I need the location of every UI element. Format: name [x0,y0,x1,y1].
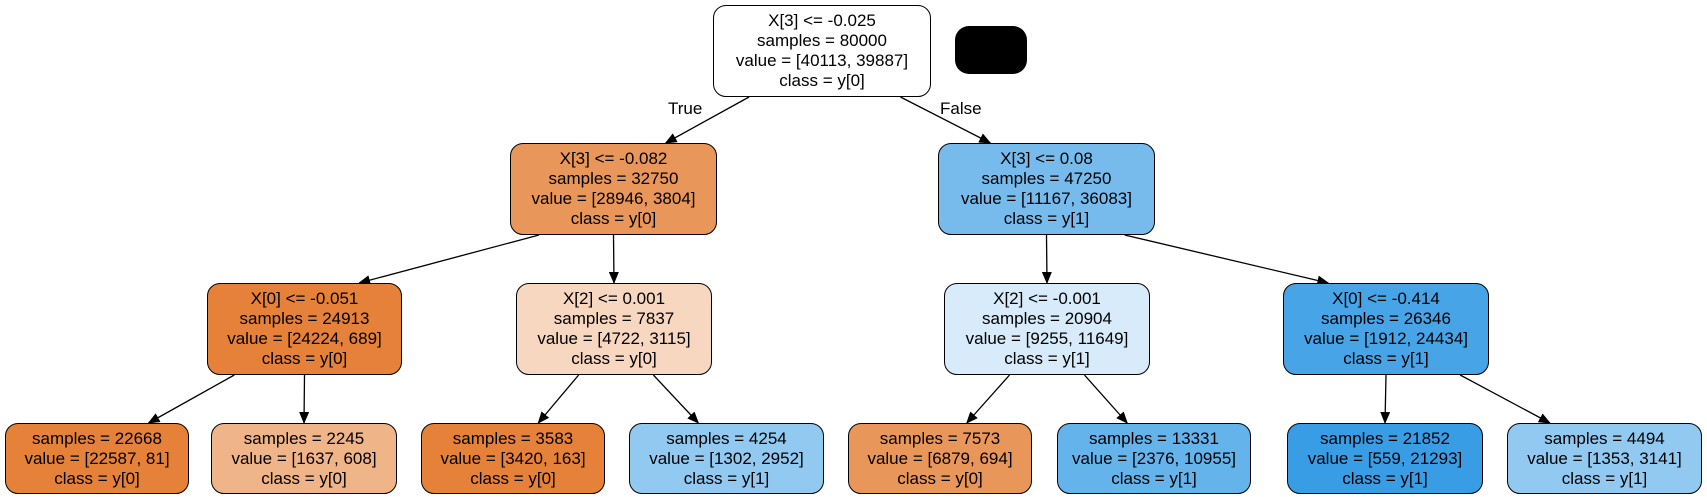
node-text-line: samples = 47250 [981,169,1112,188]
node-text-line: value = [1637, 608] [231,448,377,468]
node-text-line: class = y[0] [570,209,657,228]
node-text-line: class = y[1] [1003,209,1090,228]
edge-n3-n7 [147,374,235,424]
node-text-line: samples = 20904 [982,309,1112,328]
node-text-line: samples = 32750 [548,169,679,188]
node-text-line: value = [9255, 11649] [965,329,1129,348]
node-text-line: value = [4722, 3115] [537,329,691,348]
node-text-line: class = y[0] [261,349,348,368]
node-text-line: class = y[1] [683,468,770,488]
node-text-line: class = y[0] [779,71,865,90]
edge-n5-n12 [1083,374,1128,424]
node-text-line: value = [1353, 3141] [1527,448,1682,468]
node-text-line: value = [1302, 2952] [649,448,804,468]
edge-n6-n13 [1380,374,1391,424]
node-text-line: class = y[1] [1004,349,1090,368]
node-text-line: samples = 2245 [243,428,365,448]
node-text-line: value = [2376, 10955] [1072,448,1236,468]
node-text-line: samples = 13331 [1089,428,1219,448]
edge-n2-n6 [1124,234,1330,286]
node-text-line: X[2] <= 0.001 [562,289,666,308]
node-text-line: value = [1912, 24434] [1304,329,1468,348]
edge-n0-n1 [664,96,750,144]
node-text-line: class = y[0] [897,468,983,488]
node-text-line: value = [22587, 81] [24,448,170,468]
edge-n0-n2 [900,96,992,144]
node-text-line: value = [6879, 694] [867,448,1013,468]
node-text-line: samples = 24913 [239,309,370,328]
node-text-line: class = y[0] [571,349,657,368]
node-text-line: class = y[1] [1111,468,1197,488]
node-text-line: X[3] <= -0.082 [559,149,668,168]
edge-label-true: True [668,99,703,118]
node-text-line: X[0] <= -0.414 [1332,289,1440,308]
node-text-line: class = y[0] [261,468,347,488]
node-text-line: samples = 3583 [452,428,574,448]
edge-n4-n10 [652,374,700,424]
node-text-line: X[0] <= -0.051 [250,289,359,308]
node-text-line: samples = 4254 [666,428,787,448]
edge-n4-n9 [537,374,580,424]
node-text-line: samples = 21852 [1320,428,1450,448]
node-text-line: class = y[1] [1561,468,1648,488]
edge-n5-n11 [966,374,1011,424]
edge-label-false: False [940,99,982,118]
node-text-line: value = [559, 21293] [1307,448,1463,468]
node-text-line: value = [40113, 39887] [735,51,909,70]
node-text-line: class = y[1] [1343,349,1429,368]
edge-n1-n3 [358,234,540,285]
node-text-line: samples = 4494 [1544,428,1665,448]
node-text-line: value = [11167, 36083] [961,189,1132,208]
edge-n1-n4 [608,234,619,284]
node-text-line: X[3] <= -0.025 [768,11,876,30]
redaction-block [955,26,1027,74]
node-text-line: samples = 22668 [32,428,162,448]
node-text-line: class = y[1] [1342,468,1428,488]
node-text-line: samples = 7837 [553,309,675,328]
edge-n3-n8 [299,374,310,424]
node-text-line: value = [24224, 689] [227,329,382,348]
node-text-line: class = y[0] [54,468,140,488]
node-text-line: samples = 80000 [757,31,887,50]
node-text-line: value = [28946, 3804] [531,189,696,208]
edges-group [147,96,1551,424]
node-text-line: samples = 26346 [1321,309,1451,328]
node-text-line: samples = 7573 [879,428,1001,448]
node-text-line: class = y[0] [470,468,556,488]
edge-n2-n5 [1041,234,1052,284]
node-text-line: X[2] <= -0.001 [993,289,1101,308]
node-text-line: X[3] <= 0.08 [1000,149,1093,168]
node-text-line: value = [3420, 163] [440,448,586,468]
edge-n6-n14 [1459,374,1551,424]
